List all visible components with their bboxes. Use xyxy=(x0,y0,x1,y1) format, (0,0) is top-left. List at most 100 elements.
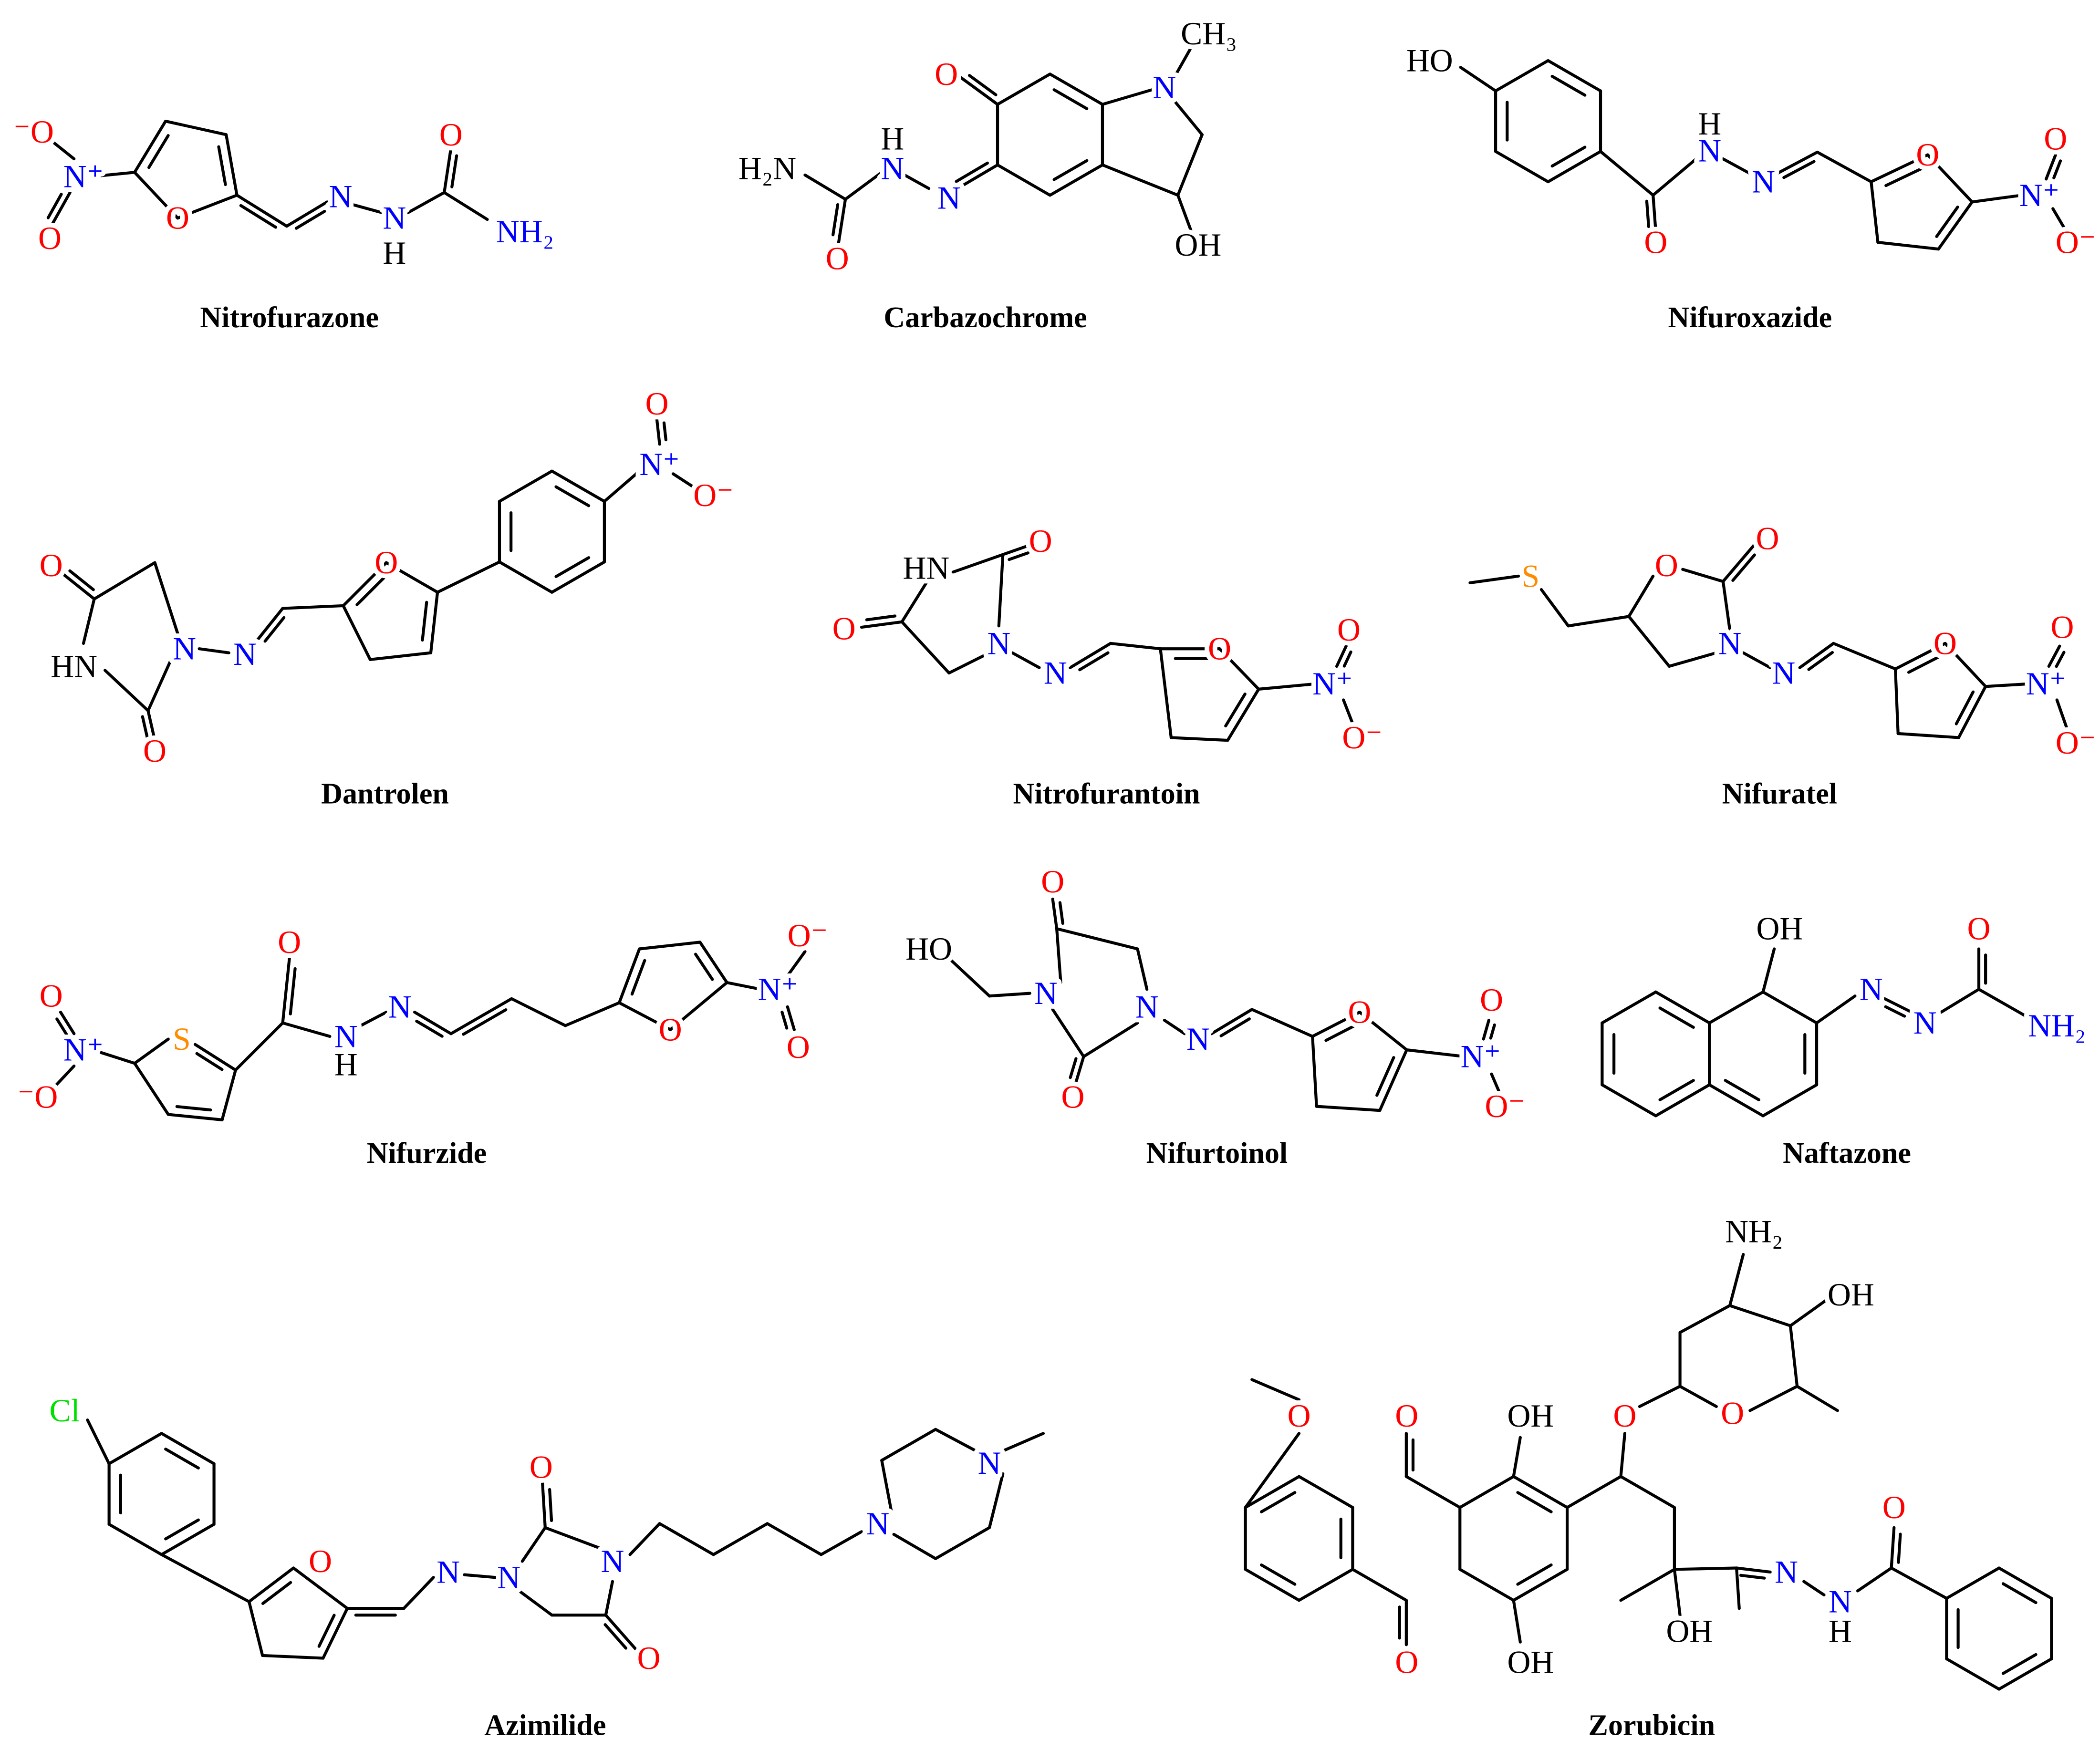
bond xyxy=(1494,150,1550,184)
bond xyxy=(1069,642,1112,669)
bond xyxy=(780,1010,789,1030)
bond xyxy=(1567,615,1631,628)
bond xyxy=(160,1432,216,1465)
molecule-name-dantrolen: Dantrolen xyxy=(321,778,449,810)
molecule-names: Nitrofurazone Carbazochrome Nifuroxazide… xyxy=(200,301,1911,1739)
bond xyxy=(194,1043,237,1072)
atom-label: O xyxy=(166,200,189,236)
bond xyxy=(82,597,96,645)
bond xyxy=(1226,687,1260,742)
bond xyxy=(786,950,807,978)
bond xyxy=(766,1522,823,1556)
bond xyxy=(1074,1055,1085,1085)
bond xyxy=(1815,994,1857,1025)
bond xyxy=(234,1021,284,1072)
atom-label: O xyxy=(1480,982,1503,1018)
bond xyxy=(1652,194,1657,233)
bond xyxy=(93,561,156,600)
bond xyxy=(603,469,641,503)
bond xyxy=(166,1113,224,1121)
bond xyxy=(1708,1083,1765,1118)
bond xyxy=(2047,644,2061,668)
atom-label: HO xyxy=(1406,43,1453,79)
bond xyxy=(958,75,999,106)
bond xyxy=(1169,736,1229,742)
bond xyxy=(662,421,667,442)
bond xyxy=(1311,1011,1362,1038)
atom-label: N xyxy=(1698,133,1721,169)
bond xyxy=(52,1064,76,1089)
bond xyxy=(988,992,1031,998)
bond xyxy=(1870,180,1880,244)
bond xyxy=(449,997,513,1035)
bond xyxy=(141,715,149,739)
bond xyxy=(1893,667,1900,735)
bond xyxy=(1739,1573,1766,1580)
bond xyxy=(934,1526,991,1560)
bond xyxy=(1645,199,1650,228)
bond xyxy=(133,119,167,174)
atom-label: N⁺ xyxy=(639,446,680,482)
bond xyxy=(1539,588,1570,628)
bond xyxy=(1109,642,1162,651)
bond xyxy=(164,119,228,136)
atom-label: N xyxy=(1752,164,1775,200)
bond xyxy=(1654,990,1711,1025)
bond xyxy=(698,941,728,984)
bond xyxy=(1490,1072,1501,1095)
bond xyxy=(1378,1048,1408,1112)
bond xyxy=(1890,1566,1948,1600)
bond xyxy=(1315,1105,1382,1112)
atom-label: O⁻ xyxy=(1342,720,1383,756)
atom-label: OH xyxy=(1507,1645,1554,1680)
bond xyxy=(462,1008,508,1036)
bond xyxy=(1673,1568,1682,1617)
molecule-name-nifurzide: Nifurzide xyxy=(367,1137,487,1170)
bond xyxy=(1945,1657,2001,1691)
atom-label: N xyxy=(1135,989,1159,1025)
bond xyxy=(175,1105,212,1112)
bond xyxy=(1619,1432,1627,1478)
atom-label: N⁺ xyxy=(1461,1039,1501,1075)
atom-label: O xyxy=(1061,1079,1085,1115)
atom-label: O xyxy=(38,220,62,256)
bond xyxy=(1224,693,1247,728)
bond xyxy=(342,561,388,608)
atom-label: O xyxy=(309,1543,332,1579)
atom-label: O xyxy=(659,1012,682,1047)
bond xyxy=(1257,682,1318,691)
bond xyxy=(1546,150,1602,184)
bond xyxy=(254,607,284,644)
bond xyxy=(2051,207,2068,233)
bond xyxy=(669,981,728,1031)
bond xyxy=(1944,642,1987,688)
atom-label: N⁺ xyxy=(2019,177,2060,213)
bond xyxy=(1482,1018,1491,1041)
bond xyxy=(1897,1532,1902,1564)
bond xyxy=(1721,580,1732,631)
bond xyxy=(996,72,1052,106)
atom-label: O xyxy=(637,1640,661,1676)
bond xyxy=(658,1522,715,1556)
molecule-name-carbazochrome: Carbazochrome xyxy=(884,301,1087,334)
bond xyxy=(786,1005,796,1031)
atom-label: OH xyxy=(1666,1614,1713,1649)
bond xyxy=(951,163,999,193)
bond xyxy=(1565,1475,1622,1509)
bond xyxy=(281,1021,332,1038)
bond xyxy=(1977,988,2027,1018)
bond xyxy=(368,651,433,661)
bond xyxy=(239,204,278,229)
bond xyxy=(1883,997,1913,1014)
atom-label: O xyxy=(1967,911,1991,947)
molecule-name-azimilide: Azimilide xyxy=(484,1709,606,1739)
bond xyxy=(1673,1566,1738,1571)
bond xyxy=(1048,72,1104,106)
bond xyxy=(1058,901,1064,925)
atom-label: N xyxy=(1044,655,1067,691)
bond xyxy=(1250,1378,1301,1401)
atom-label: HN xyxy=(51,648,97,684)
bond xyxy=(217,145,227,186)
bond xyxy=(865,614,897,621)
atom-label: O⁻ xyxy=(2056,225,2096,260)
